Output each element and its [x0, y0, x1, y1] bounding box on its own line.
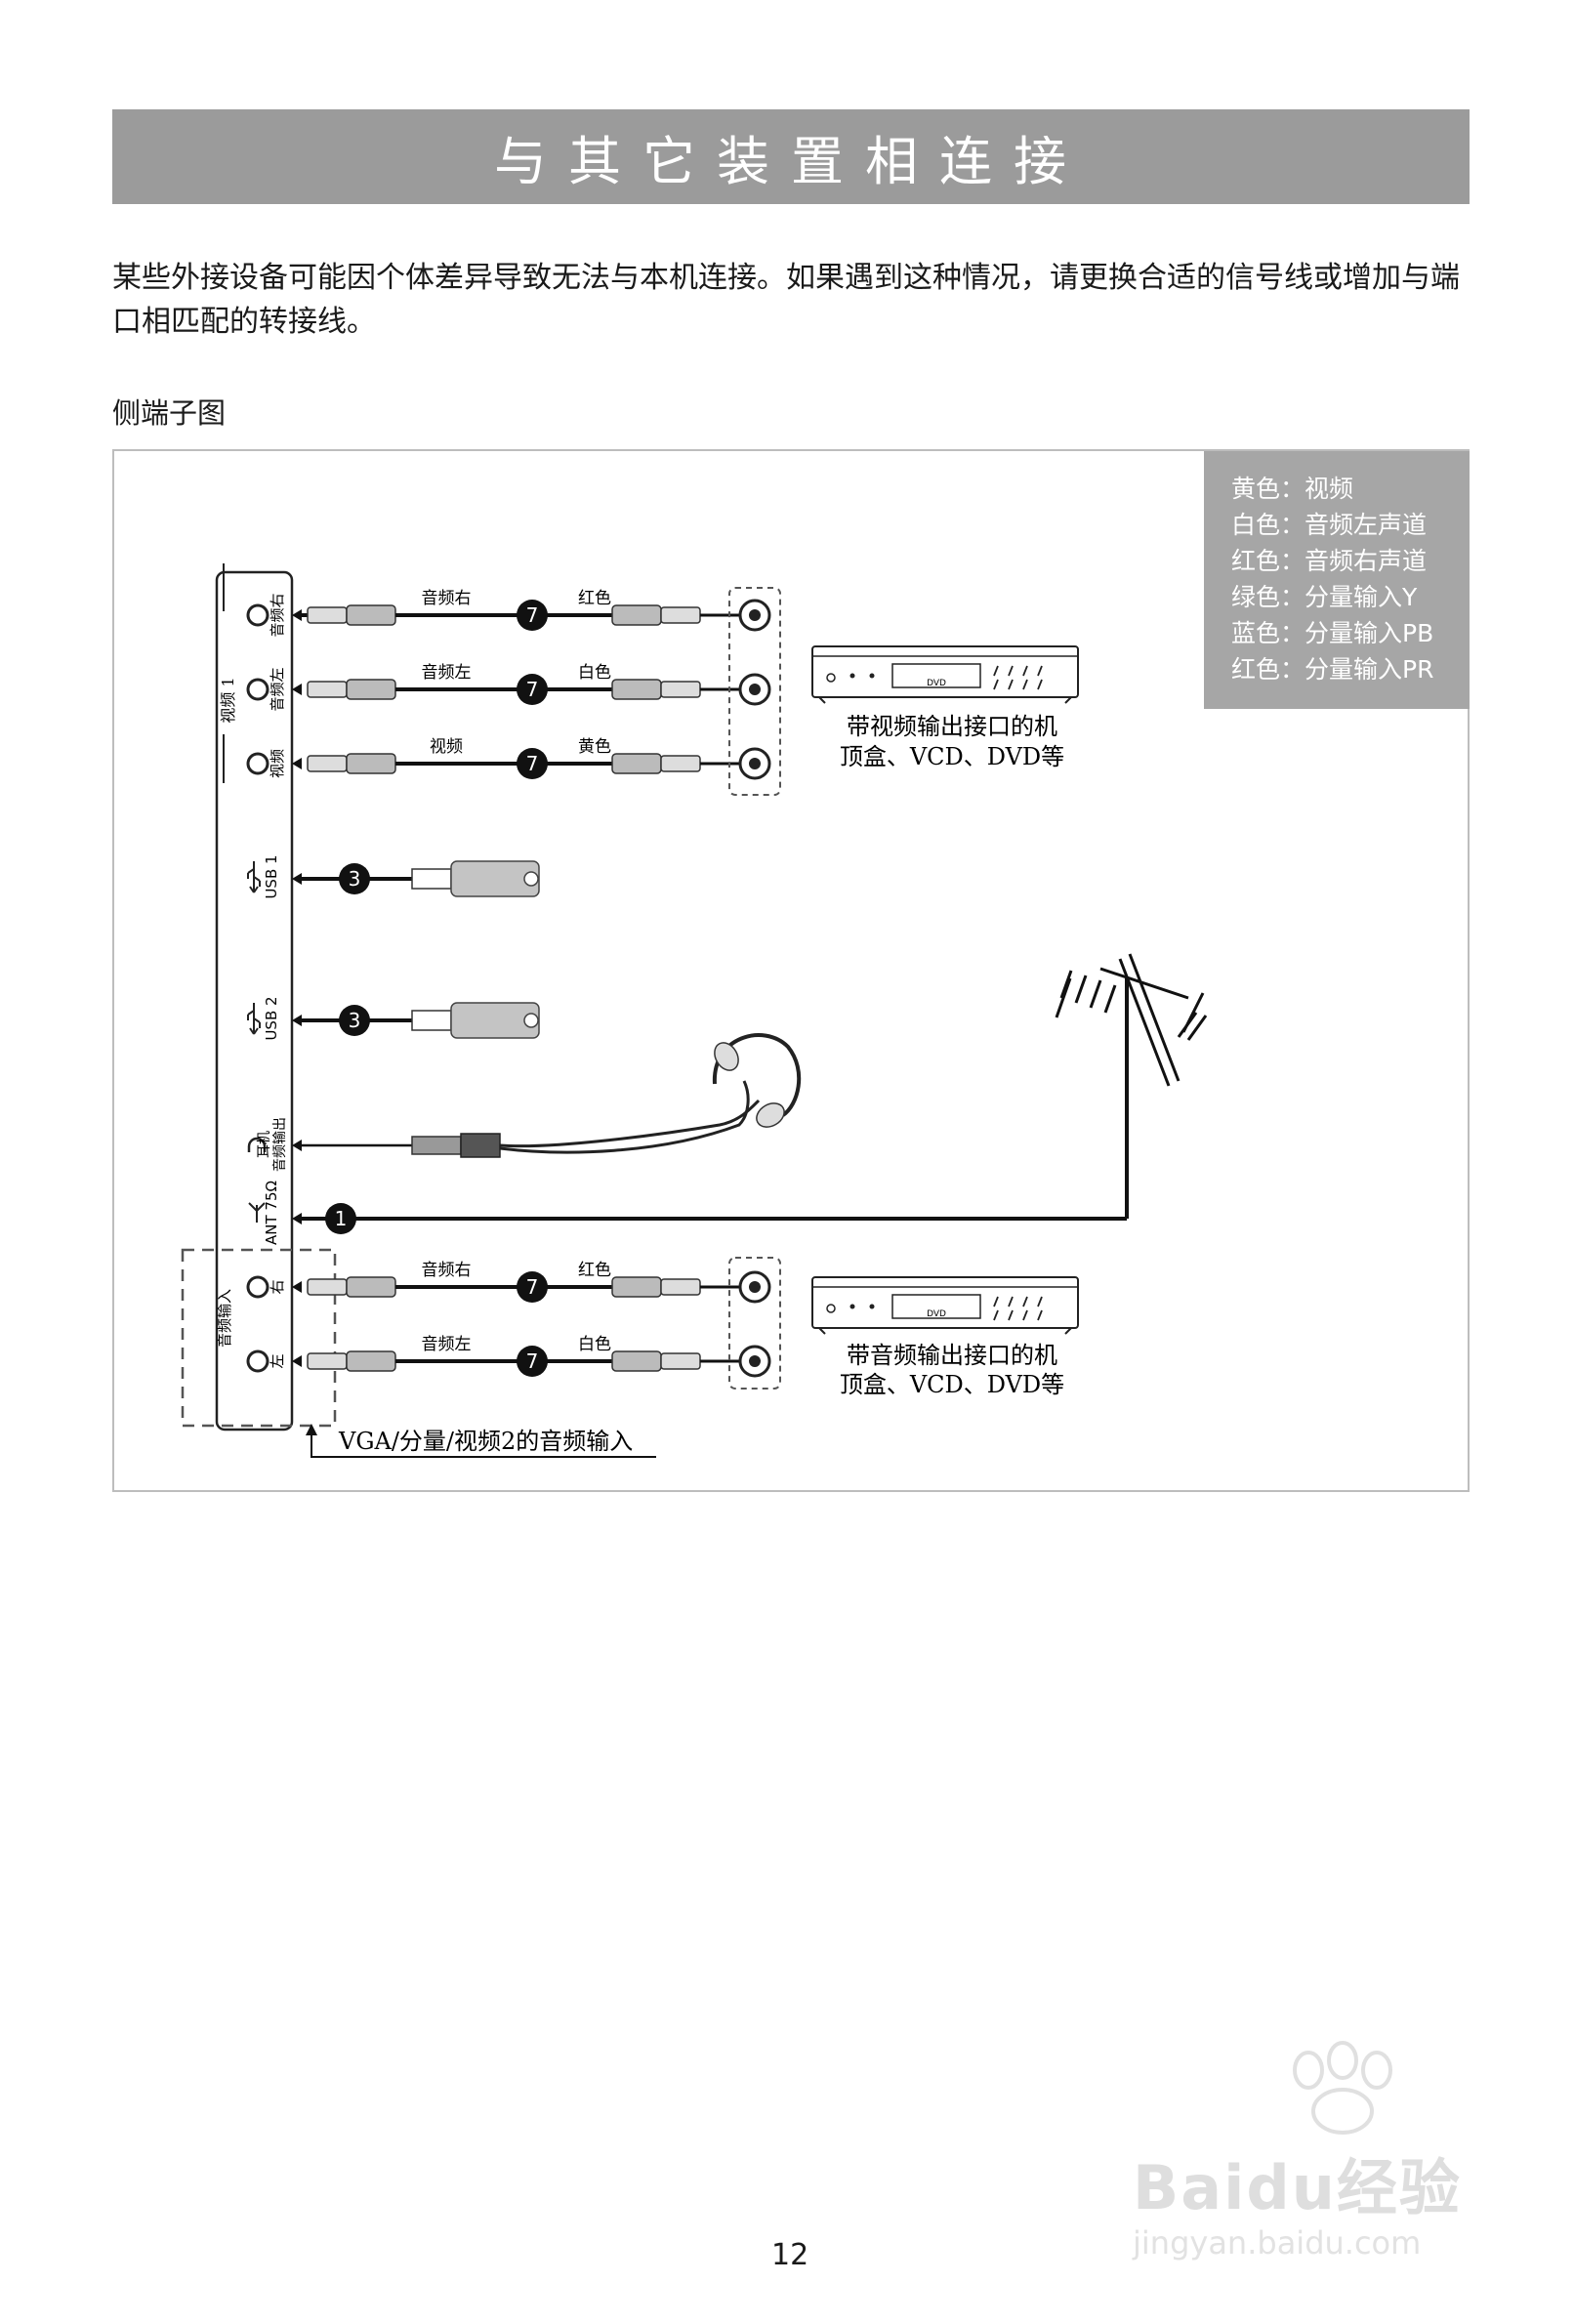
watermark-logo: Baidu经验: [1133, 2152, 1462, 2223]
audio-in-group-label: 音频输入: [216, 1289, 233, 1348]
usb-cable-1: [292, 860, 540, 897]
svg-text:7: 7: [526, 1275, 539, 1299]
headphone-icon: [247, 1137, 267, 1152]
audio-r-port-label: 音频右: [269, 593, 286, 637]
badge-rca-2: 7: [517, 674, 548, 705]
baidu-watermark: Baidu经验 jingyan.baidu.com: [1123, 2031, 1494, 2285]
svg-text:7: 7: [526, 752, 539, 775]
device-jack-white: [738, 673, 771, 706]
connection-diagram-svg: 视频 1 音频右 音频左 视频 USB 1 USB 2 耳机 音频输出: [181, 563, 1208, 1458]
vga-note-arrow: [306, 1424, 656, 1458]
cable-in-label-white: 白色: [578, 1335, 611, 1354]
panel-port-in-left: 左: [246, 1349, 286, 1373]
svg-text:3: 3: [349, 867, 361, 891]
legend-item: 蓝色：分量输入PB: [1231, 619, 1434, 647]
device-jack-yellow: [738, 747, 771, 780]
antenna-icon: [248, 1202, 266, 1223]
usb1-label: USB 1: [263, 854, 280, 898]
audio-in-dashed-box: [181, 1248, 337, 1428]
paw-icon: [1293, 2041, 1392, 2135]
intro-paragraph: 某些外接设备可能因个体差异导致无法与本机连接。如果遇到这种情况，请更换合适的信号…: [112, 261, 1460, 339]
legend-item: 绿色：分量输入Y: [1231, 583, 1418, 611]
cable-label-red: 红色: [578, 589, 611, 608]
cable-label-yellow: 黄色: [578, 737, 611, 757]
cable-in-label-audio-right: 音频右: [422, 1261, 472, 1280]
device-jack-red: [738, 599, 771, 632]
device-jacks-box-video: [728, 587, 781, 796]
device-video-caption-line2: 顶盒、VCD、DVD等: [840, 743, 1064, 770]
cable-audio-left: 音频左 白色: [292, 663, 739, 700]
svg-text:3: 3: [349, 1009, 361, 1032]
cable-audio-right: 音频右 红色: [292, 589, 739, 626]
left-port-label: 左: [269, 1353, 286, 1368]
legend-item: 黄色：视频: [1231, 475, 1354, 503]
device-audio-caption-line2: 顶盒、VCD、DVD等: [840, 1371, 1064, 1398]
audio-l-port-label: 音频左: [269, 667, 286, 711]
svg-text:1: 1: [335, 1207, 348, 1230]
badge-rca-1: 7: [517, 600, 548, 631]
svg-text:7: 7: [526, 678, 539, 701]
side-panel-outline: [215, 570, 294, 1432]
cable-in-audio-right: 音频右 红色: [292, 1261, 739, 1298]
tv-antenna-icon: [1055, 953, 1208, 1087]
legend-item: 白色：音频左声道: [1231, 511, 1428, 539]
dvd-player-video: DVD: [811, 645, 1079, 704]
headphone-cable: [292, 1033, 802, 1158]
audio-out-label: 音频输出: [271, 1117, 288, 1172]
panel-port-audio-r: 音频右: [246, 593, 286, 638]
color-legend: 黄色：视频 白色：音频左声道 红色：音频右声道 绿色：分量输入Y 蓝色：分量输入…: [1204, 451, 1470, 709]
device-jack-in-white: [738, 1345, 771, 1378]
device-audio-caption-line1: 带音频输出接口的机: [847, 1342, 1057, 1369]
badge-rca-3: 7: [517, 748, 548, 779]
earphone-label: 耳机: [257, 1131, 272, 1158]
cable-label-audio-left: 音频左: [422, 663, 472, 683]
usb2-label: USB 2: [263, 996, 280, 1040]
watermark-url: jingyan.baidu.com: [1133, 2224, 1422, 2262]
legend-item: 红色：音频右声道: [1231, 547, 1428, 575]
svg-text:7: 7: [526, 1349, 539, 1373]
dvd-player-audio: DVD: [811, 1276, 1079, 1335]
badge-rca-5: 7: [517, 1346, 548, 1377]
panel-port-in-right: 右: [246, 1275, 286, 1299]
video-port-label: 视频: [269, 749, 286, 778]
cable-in-label-audio-left: 音频左: [422, 1335, 472, 1354]
right-port-label: 右: [269, 1279, 286, 1294]
antenna-cable: [292, 978, 1129, 1224]
page-number: 12: [771, 2238, 809, 2272]
device-video-caption-line1: 带视频输出接口的机: [847, 713, 1057, 740]
usb-cable-2: [292, 1002, 540, 1039]
dvd-label-top: DVD: [927, 679, 946, 688]
vga-note: VGA/分量/视频2的音频输入: [338, 1428, 633, 1455]
legend-item: 红色：分量输入PR: [1231, 655, 1434, 684]
title-bar: 与其它装置相连接: [112, 109, 1470, 204]
cable-label-white: 白色: [578, 663, 611, 683]
usb1-icon: [247, 861, 261, 893]
cable-video: 视频 黄色: [292, 737, 739, 774]
device-jack-in-red: [738, 1270, 771, 1304]
video1-group-label: 视频 1: [219, 677, 237, 723]
cable-in-label-red: 红色: [578, 1261, 611, 1280]
panel-port-video: 视频: [246, 749, 286, 778]
cable-in-audio-left: 音频左 白色: [292, 1335, 739, 1372]
side-terminal-diagram: 视频 1 音频右 音频左 视频 USB 1 USB 2 耳机 音频输出: [112, 449, 1470, 1492]
badge-usb-2: 3: [339, 1005, 370, 1036]
badge-rca-4: 7: [517, 1271, 548, 1303]
panel-port-audio-l: 音频左: [246, 667, 286, 712]
badge-usb-1: 3: [339, 863, 370, 894]
badge-ant: 1: [325, 1203, 356, 1234]
svg-text:7: 7: [526, 603, 539, 627]
page-title: 与其它装置相连接: [494, 131, 1088, 192]
ant-label: ANT 75Ω: [263, 1181, 280, 1245]
device-jacks-box-audio: [728, 1257, 781, 1390]
usb2-icon: [247, 1003, 261, 1035]
cable-label-video: 视频: [430, 737, 463, 757]
cable-label-audio-right: 音频右: [422, 589, 472, 608]
dvd-label-bottom: DVD: [927, 1309, 946, 1319]
section-title: 侧端子图: [112, 396, 227, 430]
